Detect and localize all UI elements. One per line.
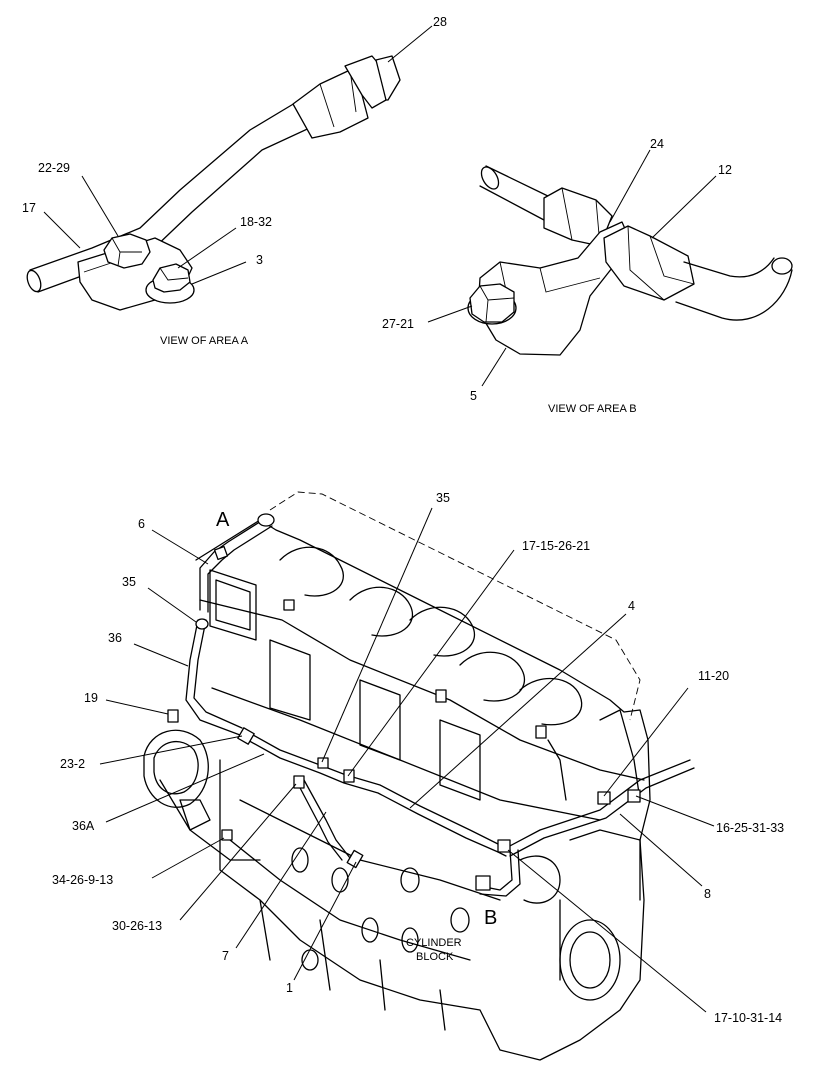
area-b-marker: B [484, 907, 497, 929]
callout-17-10-31-14: 17-10-31-14 [714, 1011, 782, 1025]
callout-19: 19 [84, 691, 98, 705]
callout-28: 28 [433, 15, 447, 29]
callout-34-26-9-13: 34-26-9-13 [52, 873, 113, 887]
fuel-line-6 [199, 517, 267, 611]
callout-3: 3 [256, 253, 263, 267]
fitting-nut-28 [292, 69, 369, 139]
view-area-b: 24 12 27-21 5 VIEW OF AREA B [382, 137, 793, 415]
callout-35-left: 35 [122, 575, 136, 589]
engine-view: A B CYLINDER BLOCK 6 35 36 19 23-2 36A 3… [52, 491, 784, 1061]
cylinder-block-outline [219, 759, 645, 1061]
callout-4: 4 [628, 599, 635, 613]
callout-30-26-13: 30-26-13 [112, 919, 162, 933]
engine-head-outline [195, 519, 651, 841]
callout-12: 12 [718, 163, 732, 177]
callout-36: 36 [108, 631, 122, 645]
callout-17-15-26-21: 17-15-26-21 [522, 539, 590, 553]
bolt-27-21 [469, 283, 515, 323]
view-b-title: VIEW OF AREA B [548, 403, 637, 415]
callout-7: 7 [222, 949, 229, 963]
area-a-marker: A [216, 509, 230, 531]
fitting-12 [603, 225, 695, 301]
view-a-title: VIEW OF AREA A [160, 335, 249, 347]
callout-11-20: 11-20 [698, 669, 729, 683]
callout-35-top: 35 [436, 491, 450, 505]
view-area-a: 28 22-29 17 18-32 3 VIEW OF AREA A [22, 15, 447, 347]
fuel-line-8 [505, 759, 691, 849]
callout-27-21: 27-21 [382, 317, 414, 331]
callout-23-2: 23-2 [60, 757, 85, 771]
fuel-line-36 [185, 619, 241, 736]
callout-16-25-31-33: 16-25-31-33 [716, 821, 784, 835]
fuel-line-4 [243, 729, 511, 851]
cylinder-block-label-2: BLOCK [416, 951, 454, 963]
callout-8: 8 [704, 887, 711, 901]
callout-17: 17 [22, 201, 36, 215]
fuel-line-7 [303, 779, 351, 859]
callout-36a: 36A [72, 819, 95, 833]
callout-5: 5 [470, 389, 477, 403]
callout-24: 24 [650, 137, 664, 151]
callout-18-32: 18-32 [240, 215, 272, 229]
cylinder-block-label-1: CYLINDER [406, 937, 462, 949]
callout-1: 1 [286, 981, 293, 995]
callout-22-29: 22-29 [38, 161, 70, 175]
callout-6: 6 [138, 517, 145, 531]
bolt-22-29 [103, 233, 151, 269]
